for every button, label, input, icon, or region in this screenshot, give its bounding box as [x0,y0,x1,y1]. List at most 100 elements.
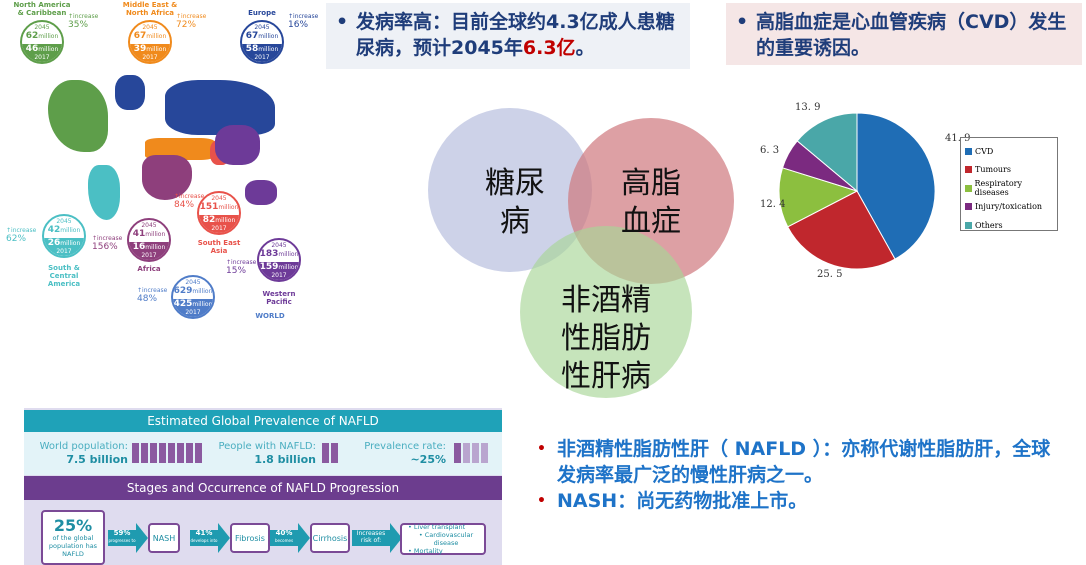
legend-item: Injury/toxication [965,198,1053,217]
cause-of-death-pie-chart [778,112,936,270]
people-icons-nafld [322,443,338,463]
region-name: Europe [248,9,276,17]
pie-data-label: 12. 4 [760,199,786,210]
world-population-label: World population: [39,441,128,452]
mena-land [145,138,215,160]
pie-slice-tumours [787,190,896,270]
pie-data-label: 6. 3 [760,145,780,156]
stage-box: Cirrhosis [310,523,350,553]
nafld-definition: 非酒精性脂肪性肝（ NAFLD ）：亦称代谢性脂肪肝，全球发病率最广泛的慢性肝病… [557,438,1051,486]
person-icon [331,443,338,463]
person-icon [150,443,157,463]
pie-slice-respiratory-diseases [778,167,859,228]
venn-diabetes-label: 糖尿病 [485,166,545,239]
legend-item: Respiratory diseases [965,179,1053,198]
prevalence-rate-value: ~25% [410,453,446,466]
person-icon [481,443,488,463]
nafld-infographic: Estimated Global Prevalence of NAFLD Wor… [24,408,502,565]
legend-swatch [965,147,972,155]
africa-land [142,155,192,200]
diabetes-text: 发病率高：目前全球约4.3亿成人患糖尿病，预计2045年 [356,11,675,59]
progression-arrow: 59%progresses to [108,523,148,553]
region-name: Western Pacific [262,290,296,306]
region-name: North America & Caribbean [13,1,71,17]
venn-nafld-circle [520,226,692,398]
person-icon [195,443,202,463]
prevalence-row: World population:7.5 billion People with… [24,432,502,475]
world-population-value: 7.5 billion [66,453,128,466]
risks-box: • Liver transplant • Cardiovascular dise… [400,523,486,555]
pie-data-label: 13. 9 [795,102,821,113]
nash-note: NASH：尚无药物批准上市。 [557,490,808,512]
venn-hyperlipidemia-label: 高脂血症 [621,166,681,239]
legend-item: CVD [965,142,1053,161]
region-name: South & Central America [47,264,81,288]
region-name: Middle East & North Africa [122,1,178,17]
prevalence-rate-label: Prevalence rate: [364,441,446,452]
hyperlipidemia-callout: • 高脂血症是心血管疾病（CVD）发生的重要诱因。 [726,3,1082,65]
nafld-prevalence-title: Estimated Global Prevalence of NAFLD [24,410,502,432]
progression-arrow: 40%becomes [270,523,310,553]
person-icon [472,443,479,463]
people-icons-world [132,443,202,463]
nafld-progression-title: Stages and Occurrence of NAFLD Progressi… [24,476,502,500]
person-icon [141,443,148,463]
east-asia-land [215,125,260,165]
legend-swatch [965,221,972,229]
nafld-people-label: People with NAFLD: [218,441,316,452]
nafld-people-value: 1.8 billion [254,453,316,466]
person-icon [463,443,470,463]
pie-slice-cvd [856,112,936,260]
legend-swatch [965,166,972,174]
north-america-land [48,80,108,152]
europe-land [165,80,275,135]
person-icon [168,443,175,463]
risk-arrow: Increases risk of: [352,523,402,553]
diabetes-highlight: 6.3亿 [522,37,576,59]
stage-box: Fibrosis [230,523,270,553]
legend-swatch [965,203,972,211]
pie-data-label: 25. 5 [817,269,843,280]
pie-data-label: 41. 9 [945,133,971,144]
australia-land [245,180,277,205]
hyperlipidemia-text: 高脂血症是心血管疾病（CVD）发生的重要诱因。 [756,11,1067,59]
people-icons-rate [454,443,488,463]
greenland-land [115,75,145,110]
diabetes-world-map [0,0,320,320]
diabetes-callout: • 发病率高：目前全球约4.3亿成人患糖尿病，预计2045年6.3亿。 [326,3,690,69]
region-name: Africa [137,265,161,273]
region-name: WORLD [255,312,285,320]
region-name: South East Asia [197,239,241,255]
person-icon [177,443,184,463]
legend-item: Tumours [965,161,1053,180]
nafld-start-box: 25% of the global population has NAFLD [41,510,105,565]
person-icon [322,443,329,463]
venn-nafld-label: 非酒精性脂肪性肝病 [561,283,651,394]
legend-item: Others [965,216,1053,235]
stage-box: NASH [148,523,180,553]
nafld-description: •非酒精性脂肪性肝（ NAFLD ）：亦称代谢性脂肪肝，全球发病率最广泛的慢性肝… [537,438,1051,512]
person-icon [454,443,461,463]
progression-arrow: 41%develops into [190,523,230,553]
person-icon [186,443,193,463]
pie-slice-others [796,112,858,193]
person-icon [159,443,166,463]
legend-swatch [965,184,972,192]
